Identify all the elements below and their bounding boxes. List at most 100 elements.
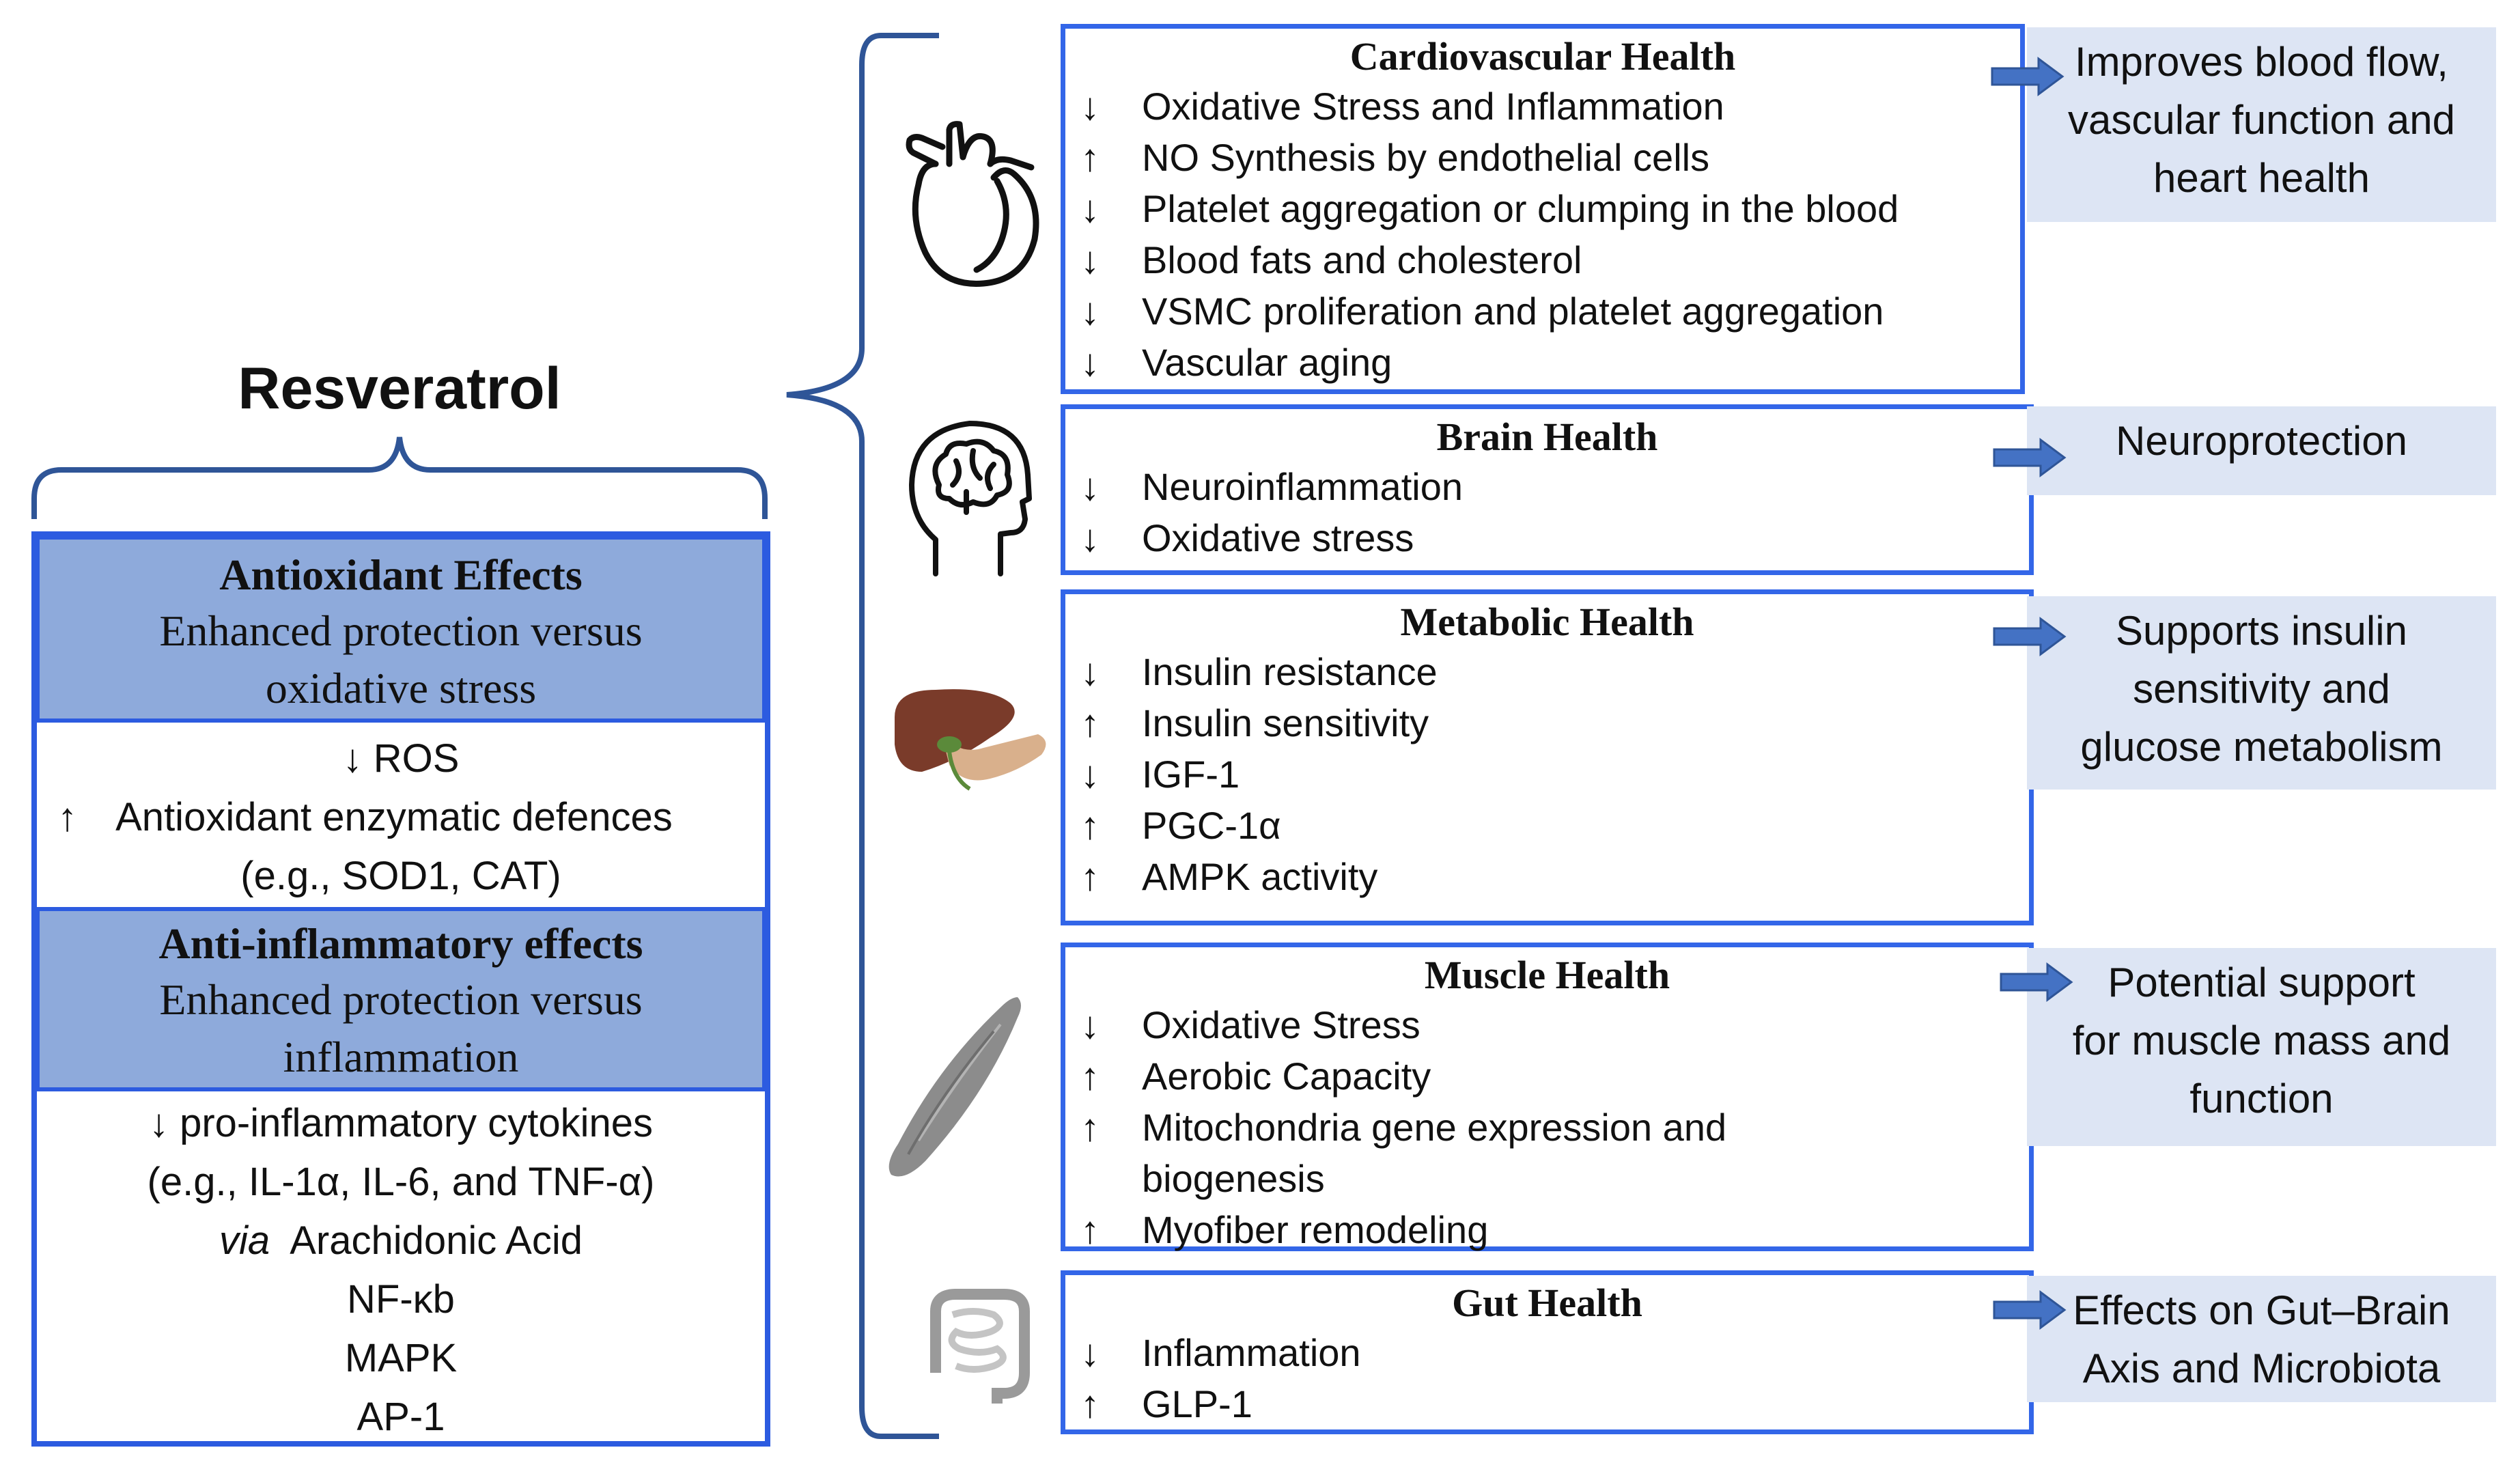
down-arrow-icon: ↓ (1080, 1331, 1100, 1374)
section-box-1: Brain Health ↓ Neuroinflammation↓Oxidative… (1061, 404, 2034, 575)
down-arrow-icon: ↓ (1080, 238, 1100, 281)
right-arrow-icon (1993, 438, 2067, 477)
anti-inflammatory-heading: Anti-inflammatory effects (158, 919, 643, 968)
anti-inflammatory-header: Anti-inflammatory effects Enhanced prote… (36, 907, 766, 1091)
section-item: ↑Myofiber remodeling (1065, 1204, 2029, 1255)
outcome-line: Neuroprotection (2116, 418, 2407, 464)
main-title: Resveratrol (238, 356, 561, 421)
section-item: ↑NO Synthesis by endothelial cells (1065, 132, 2020, 183)
section-box-2: Metabolic Health↓Insulin resistance↑Insu… (1061, 589, 2034, 925)
section-item-text: AMPK activity (1142, 855, 1378, 898)
down-arrow-icon: ↓ (1080, 1003, 1100, 1046)
intestine-icon (930, 1289, 1030, 1404)
section-item: ↑ Aerobic Capacity (1065, 1050, 2029, 1102)
antioxidant-line-examples: (e.g., SOD1, CAT) (240, 854, 561, 898)
right-arrow-icon (2000, 962, 2073, 1002)
section-heading: Gut Health (1452, 1281, 1642, 1325)
outcome-line: function (2189, 1076, 2334, 1121)
antioxidant-subtitle-2: oxidative stress (265, 664, 537, 712)
inflammatory-line-cytokines: ↓ pro-inflammatory cytokines (148, 1101, 654, 1145)
up-arrow-icon: ↑ (1080, 804, 1100, 847)
anti-inflammatory-body: ↓ pro-inflammatory cytokines (e.g., IL-1… (37, 1094, 765, 1447)
outcome-line: vascular function and (2067, 97, 2455, 143)
inflammatory-line-nfkb: NF-κb (347, 1277, 455, 1322)
section-item-text: Insulin resistance (1142, 650, 1438, 693)
section-item-text: Platelet aggregation or clumping in the … (1142, 187, 1899, 230)
central-brace (786, 33, 939, 1439)
section-item-text: Blood fats and cholesterol (1142, 238, 1582, 281)
section-item: ↓Oxidative stress (1065, 512, 2029, 563)
inflammatory-line-via: via Arachidonic Acid (219, 1218, 583, 1263)
section-item-text: Oxidative Stress and Inflammation (1142, 85, 1724, 128)
outcome-line: Potential support (2108, 960, 2416, 1005)
section-heading: Brain Health (1436, 415, 1658, 459)
outcome-box-3: Potential support for muscle mass and func… (2027, 948, 2496, 1146)
section-item-text: Inflammation (1142, 1331, 1361, 1374)
down-arrow-icon: ↓ (1080, 516, 1100, 559)
section-item-text: Aerobic Capacity (1142, 1055, 1431, 1098)
section-item-text: Oxidative Stress (1142, 1003, 1420, 1046)
section-item-text: Myofiber remodeling (1142, 1208, 1489, 1251)
section-item: biogenesis (1065, 1153, 2029, 1204)
down-arrow-icon: ↓ (1080, 753, 1100, 796)
section-item-text: Vascular aging (1142, 341, 1392, 384)
section-heading: Muscle Health (1424, 953, 1670, 997)
left-brace (31, 436, 768, 519)
section-item: ↓ Insulin resistance (1065, 646, 2029, 697)
section-item: ↓ Blood fats and cholesterol (1065, 234, 2020, 285)
section-item: ↓ Neuroinflammation (1065, 461, 2029, 512)
outcome-line: Supports insulin (2116, 608, 2407, 654)
inflammatory-line-ap1: AP-1 (356, 1395, 445, 1439)
section-item-text: VSMC proliferation and platelet aggregat… (1142, 290, 1884, 333)
down-arrow-icon: ↓ (1080, 290, 1100, 333)
up-arrow-icon: ↑ (1080, 136, 1100, 179)
section-item-text: biogenesis (1142, 1157, 1325, 1200)
anti-inflammatory-subtitle-2: inflammation (283, 1033, 519, 1081)
section-item-text: Neuroinflammation (1142, 465, 1463, 508)
section-heading: Cardiovascular Health (1349, 34, 1736, 79)
section-item-text: IGF-1 (1142, 753, 1240, 796)
up-arrow-icon: ↑ (1080, 855, 1100, 898)
outcome-line: Axis and Microbiota (2082, 1345, 2441, 1391)
down-arrow-icon: ↓ (1080, 465, 1100, 508)
antioxidant-subtitle-1: Enhanced protection versus (159, 606, 643, 655)
section-item-text: PGC-1α (1142, 804, 1281, 847)
muscle-icon (888, 997, 1021, 1177)
outcome-line: Improves blood flow, (2075, 39, 2448, 85)
antioxidant-line-ros: ↓ ROS (342, 736, 460, 781)
section-item: ↓ IGF-1 (1065, 749, 2029, 800)
section-box-3: Muscle Health ↓ Oxidative Stress ↑ Aerobic C… (1061, 943, 2034, 1251)
down-arrow-icon: ↓ (1080, 341, 1100, 384)
section-item-text: Mitochondria gene expression and (1142, 1106, 1727, 1149)
up-arrow-icon (1080, 1153, 1142, 1204)
section-box-4: Gut Health ↓ Inflammation↑GLP-1 (1061, 1270, 2034, 1434)
heart-icon (906, 121, 1039, 287)
antioxidant-header: Antioxidant Effects Enhanced protection … (36, 535, 766, 723)
antioxidant-line-enzymes: ↑ Antioxidant enzymatic defences (57, 795, 673, 839)
brain-head-icon (909, 421, 1032, 576)
outcome-line: heart health (2153, 155, 2370, 201)
antioxidant-heading: Antioxidant Effects (219, 550, 583, 599)
down-arrow-icon: ↓ (1080, 85, 1100, 128)
section-item-text: Insulin sensitivity (1142, 701, 1429, 744)
outcome-line: sensitivity and (2133, 666, 2390, 712)
right-arrow-icon (1991, 57, 2064, 96)
outcome-line: glucose metabolism (2080, 724, 2443, 770)
right-arrow-icon (1993, 1290, 2067, 1330)
section-item: ↓ Inflammation (1065, 1327, 2029, 1378)
down-arrow-icon: ↓ (1080, 650, 1100, 693)
outcome-line: for muscle mass and (2072, 1018, 2451, 1063)
outcome-line: Effects on Gut–Brain (2073, 1287, 2450, 1333)
antioxidant-body: ↓ ROS ↑ Antioxidant enzymatic defences (… (37, 729, 765, 906)
resveratrol-effects-box: Antioxidant Effects Enhanced protection … (31, 531, 770, 1447)
anti-inflammatory-subtitle-1: Enhanced protection versus (159, 975, 643, 1024)
section-item: ↓ Oxidative Stress and Inflammation (1065, 81, 2020, 132)
outcome-box-2: Supports insulin sensitivity and glucose m… (2027, 596, 2496, 790)
inflammatory-line-examples: (e.g., IL-1α, IL-6, and TNF-α) (147, 1160, 655, 1204)
section-box-0: Cardiovascular Health ↓ Oxidative Stress a… (1061, 24, 2025, 394)
section-item: ↑GLP-1 (1065, 1378, 2029, 1429)
section-item: ↓ Oxidative Stress (1065, 999, 2029, 1050)
outcome-box-0: Improves blood flow, vascular function an… (2027, 27, 2496, 222)
up-arrow-icon: ↑ (1080, 1055, 1100, 1098)
